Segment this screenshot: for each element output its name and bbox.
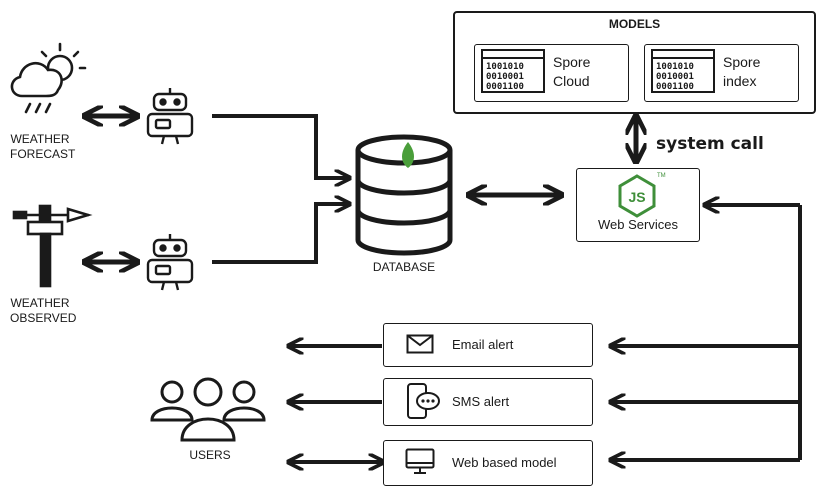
model-card-spore-index[interactable]: 1001010 0010001 0001100 Spore index [644, 44, 799, 102]
model-name-line2: index [723, 73, 757, 89]
monitor-icon [405, 448, 435, 474]
binary-code-icon: 1001010 0010001 0001100 [481, 49, 545, 93]
model-code-line: 0010001 [486, 72, 524, 82]
observed-label-line2: OBSERVED [10, 311, 77, 325]
email-alert-box[interactable]: Email alert [383, 323, 593, 367]
trademark-mark: TM [657, 173, 666, 179]
weather-cloud-sun-rain-icon [10, 42, 87, 114]
forecast-label: WEATHER FORECAST [10, 132, 76, 162]
model-code-line: 0001100 [656, 82, 694, 92]
sms-alert-label: SMS alert [452, 394, 510, 409]
model-code-line: 1001010 [486, 62, 524, 72]
web-model-box[interactable]: Web based model [383, 440, 593, 486]
users-icon [150, 377, 266, 442]
nodejs-logo-text: JS [628, 189, 645, 205]
observed-label-line1: WEATHER [10, 296, 70, 310]
web-model-label: Web based model [452, 455, 557, 470]
model-card-spore-cloud[interactable]: 1001010 0010001 0001100 Spore Cloud [474, 44, 629, 102]
leaf-icon [402, 142, 414, 168]
database-icon [355, 134, 453, 256]
database-label: DATABASE [372, 260, 436, 274]
model-code-line: 0001100 [486, 82, 524, 92]
model-name-line2: Cloud [553, 73, 590, 89]
forecast-label-line2: FORECAST [10, 147, 76, 161]
models-title: MODELS [608, 17, 661, 31]
anemometer-icon [12, 204, 93, 288]
robot-icon [146, 88, 194, 145]
forecast-label-line1: WEATHER [10, 132, 70, 146]
binary-code-icon: 1001010 0010001 0001100 [651, 49, 715, 93]
nodejs-icon: JS [618, 174, 656, 218]
model-code-line: 0010001 [656, 72, 694, 82]
model-code-line: 1001010 [656, 62, 694, 72]
email-alert-label: Email alert [452, 337, 514, 352]
model-name-line1: Spore [553, 54, 591, 70]
models-panel: MODELS 1001010 0010001 0001100 Spore Clo… [453, 11, 816, 114]
web-services-label: Web Services [598, 217, 678, 232]
observed-label: WEATHER OBSERVED [10, 296, 77, 326]
envelope-icon [406, 334, 434, 354]
phone-chat-icon [407, 383, 440, 419]
system-call-label: system call [656, 134, 764, 154]
web-services-box[interactable]: JS TM Web Services [576, 168, 700, 242]
sms-alert-box[interactable]: SMS alert [383, 378, 593, 426]
robot-icon [146, 234, 194, 291]
model-name-line1: Spore [723, 54, 761, 70]
users-label: USERS [189, 448, 231, 462]
